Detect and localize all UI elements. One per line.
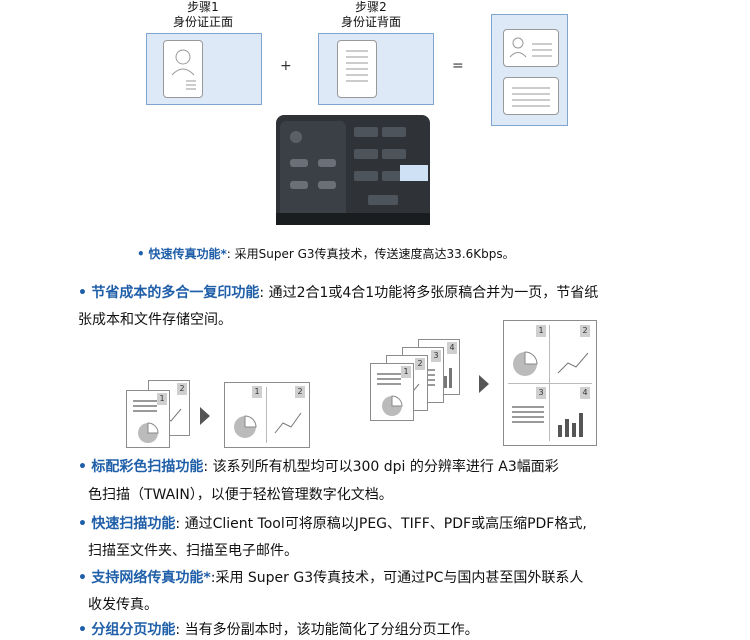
feature-2-label: 标配彩色扫描功能: [91, 459, 204, 475]
step1-title: 步骤1 身份证正面: [148, 0, 258, 30]
step2-title: 步骤2 身份证背面: [316, 0, 426, 30]
page-number: 3: [536, 387, 546, 399]
feature-5-label: 分组分页功能: [91, 622, 176, 638]
step1-line2: 身份证正面: [172, 15, 233, 29]
id-back-box: [318, 33, 434, 105]
step1-line1: 步骤1: [187, 0, 219, 14]
feature-5-line1: • 分组分页功能: 当有多份副本时，该功能简化了分组分页工作。: [78, 620, 479, 640]
line-chart-icon: [557, 352, 589, 374]
pie-chart-icon: [513, 351, 538, 376]
doc-page-1: 1: [370, 363, 414, 421]
fax-label: 快速传真功能*: [148, 247, 227, 261]
page-number: 2: [415, 358, 425, 370]
page-number: 4: [580, 387, 590, 399]
id-card-front-vertical: [163, 40, 203, 98]
feature-3-line1: • 快速扫描功能: 通过Client Tool可将原稿以JPEG、TIFF、PD…: [78, 514, 587, 534]
feature-4-line2: 收发传真。: [88, 597, 158, 613]
feature-4-line1: • 支持网络传真功能*:采用 Super G3传真技术，可通过PC与国内甚至国外…: [78, 568, 583, 588]
pie-chart-icon: [234, 415, 257, 438]
text-lines: [377, 370, 401, 388]
page-number: 1: [252, 386, 262, 398]
page-number: 3: [431, 350, 441, 362]
control-panel-buttons-icon: [276, 121, 430, 225]
step2-line2: 身份证背面: [340, 15, 401, 29]
page-number: 1: [401, 366, 411, 378]
equals-sign: =: [452, 58, 464, 74]
id-card-back-vertical: [337, 40, 377, 98]
feature-3-line2: 扫描至文件夹、扫描至电子邮件。: [88, 543, 298, 559]
bullet-dot-icon: •: [78, 516, 87, 532]
doc-page-1: 1: [126, 390, 170, 448]
page-number: 2: [295, 386, 305, 398]
id-back-icon: [346, 50, 368, 82]
bar-chart-icon: [558, 413, 583, 437]
page-number: 1: [157, 393, 167, 405]
id-result-front-icon: [509, 37, 552, 58]
page-number: 2: [580, 325, 590, 337]
step2-line1: 步骤2: [355, 0, 387, 14]
id-result-front: [503, 29, 559, 67]
pie-chart-icon: [382, 395, 403, 416]
feature-1-line1: • 节省成本的多合一复印功能: 通过2合1或4合1功能将多张原稿合并为一页，节省…: [78, 283, 598, 303]
id-result-box: [491, 14, 568, 126]
bullet-dot-icon: •: [78, 570, 87, 586]
page-number: 1: [536, 325, 546, 337]
feature-3-label: 快速扫描功能: [91, 516, 176, 532]
bullet-dot-icon: •: [137, 247, 145, 261]
feature-4-text: :采用 Super G3传真技术，可通过PC与国内甚至国外联系人: [210, 570, 584, 586]
combined-2in1-page: 1 2: [224, 382, 310, 448]
feature-4-label: 支持网络传真功能*: [91, 570, 211, 586]
feature-2-line2: 色扫描（TWAIN），以便于轻松管理数字化文档。: [88, 487, 393, 503]
feature-5-text: : 当有多份副本时，该功能简化了分组分页工作。: [175, 622, 479, 638]
control-panel-image: [276, 115, 430, 225]
page-number: 4: [447, 342, 457, 354]
id-front-box: [146, 33, 262, 105]
feature-1-label: 节省成本的多合一复印功能: [91, 285, 260, 301]
plus-sign: +: [280, 58, 292, 74]
feature-1-line2: 张成本和文件存储空间。: [78, 312, 232, 328]
id-front-icon: [171, 49, 196, 90]
bullet-dot-icon: •: [78, 622, 87, 638]
combined-4in1-page: 1 2 3 4: [503, 320, 597, 446]
bullet-dot-icon: •: [78, 459, 87, 475]
line-chart-icon: [274, 412, 302, 434]
text-lines: [133, 397, 157, 415]
arrow-right-icon: [479, 375, 489, 393]
text-lines: [512, 403, 544, 426]
id-result-back-icon: [512, 87, 550, 107]
pie-chart-icon: [138, 422, 159, 443]
feature-3-text: : 通过Client Tool可将原稿以JPEG、TIFF、PDF或高压缩PDF…: [175, 516, 587, 532]
feature-1-text: : 通过2合1或4合1功能将多张原稿合并为一页，节省纸: [259, 285, 599, 301]
page-number: 2: [177, 383, 187, 395]
arrow-right-icon: [200, 407, 210, 425]
fax-bullet: • 快速传真功能*: 采用Super G3传真技术，传送速度高达33.6Kbps…: [137, 246, 515, 262]
id-result-back: [503, 77, 559, 115]
feature-2-text: : 该系列所有机型均可以300 dpi 的分辨率进行 A3幅面彩: [203, 459, 559, 475]
feature-2-line1: • 标配彩色扫描功能: 该系列所有机型均可以300 dpi 的分辨率进行 A3幅…: [78, 457, 559, 477]
bullet-dot-icon: •: [78, 285, 87, 301]
fax-text: : 采用Super G3传真技术，传送速度高达33.6Kbps。: [226, 247, 515, 261]
